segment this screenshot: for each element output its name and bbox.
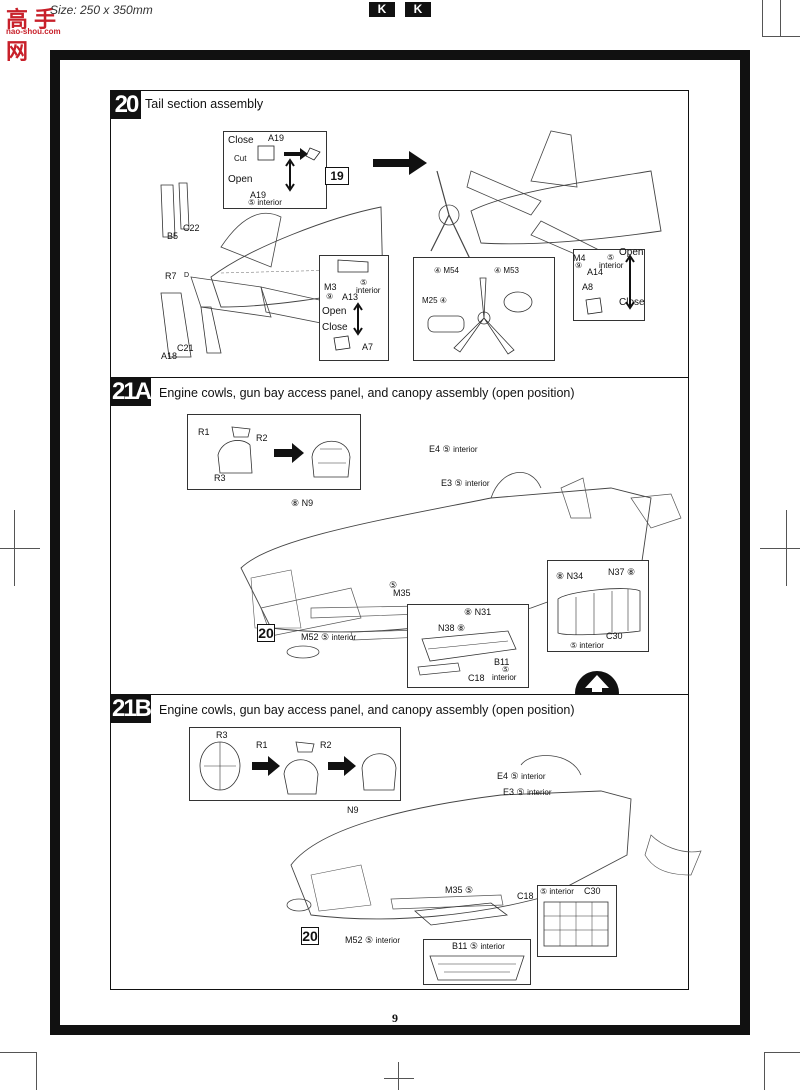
a19-sketch xyxy=(257,145,321,192)
step-21a-panel: 21A Engine cowls, gun bay access panel, … xyxy=(110,377,689,696)
canopy-sketch xyxy=(199,741,397,795)
step-number: 21A xyxy=(111,378,152,406)
fuselage-drawing xyxy=(240,472,682,659)
detail-box-a13: M3 ⑨ A13 ⑤ interior Open Close A7 xyxy=(319,255,389,361)
crop-mark xyxy=(786,510,787,586)
crop-mark xyxy=(14,510,15,586)
b11-sketch xyxy=(417,630,517,676)
propeller-sketch xyxy=(427,277,533,355)
fuselage-drawing xyxy=(286,755,702,920)
crop-mark xyxy=(36,1052,37,1090)
detail-box-canopy: R1 R2 R3 xyxy=(187,414,361,490)
a13-sketch xyxy=(333,259,369,351)
registration-mark: K xyxy=(369,2,395,17)
step-title: Engine cowls, gun bay access panel, and … xyxy=(159,703,575,717)
detail-box-propeller: ④ M54 ④ M53 M25 ④ xyxy=(413,257,555,361)
detail-box-a19: Close A19 Cut Open A19 ⑤ interior xyxy=(223,131,327,209)
detail-box-b11: ⑧ N31 N38 ⑧ B11 ⑤ interior C18 xyxy=(407,604,529,688)
step-21b-panel: 21B Engine cowls, gun bay access panel, … xyxy=(110,694,702,990)
crop-mark xyxy=(762,36,800,37)
crop-mark xyxy=(398,1062,399,1090)
step-title: Engine cowls, gun bay access panel, and … xyxy=(159,386,575,400)
step-ref-20: 20 xyxy=(257,624,275,642)
crop-mark xyxy=(764,1052,800,1053)
panel-sketch xyxy=(414,902,509,926)
step-number: 21B xyxy=(111,695,152,723)
crop-mark xyxy=(0,548,40,549)
page-number: 9 xyxy=(392,1011,398,1025)
size-label: Size: 250 x 350mm xyxy=(50,3,153,17)
a14-sketch xyxy=(585,254,635,315)
canopy-sketch xyxy=(217,426,351,478)
detail-box-canopy: R3 R1 R2 xyxy=(189,727,401,801)
crop-mark xyxy=(764,1052,765,1090)
step-ref-19: 19 xyxy=(325,167,349,185)
c30-sketch xyxy=(557,588,641,636)
crop-mark xyxy=(384,1078,414,1079)
crop-mark xyxy=(0,1052,36,1053)
step-number: 20 xyxy=(111,91,141,119)
step-title: Tail section assembly xyxy=(145,97,264,111)
step-20-panel: 20 Tail section assembly Close A19 Cut O… xyxy=(110,90,689,379)
detail-box-a14: A8 xyxy=(573,249,645,321)
c30-sketch xyxy=(543,901,609,947)
crop-mark xyxy=(780,0,781,36)
crop-mark xyxy=(760,548,800,549)
detail-box-b11: B11 ⑤ interior xyxy=(423,939,531,985)
b11-sketch xyxy=(429,955,525,981)
registration-mark: K xyxy=(405,2,431,17)
watermark-logo: 高手网 nao-shou.com xyxy=(6,7,63,64)
crop-mark xyxy=(762,0,763,36)
tail-assembly-drawing xyxy=(160,182,384,358)
detail-box-c30: ⑧ N34 N37 ⑧ C30 ⑤ interior xyxy=(547,560,649,652)
detail-box-c30: ⑤ interior C30 xyxy=(537,885,617,957)
step-ref-20: 20 xyxy=(301,927,319,945)
arrow-right-icon xyxy=(373,151,427,175)
